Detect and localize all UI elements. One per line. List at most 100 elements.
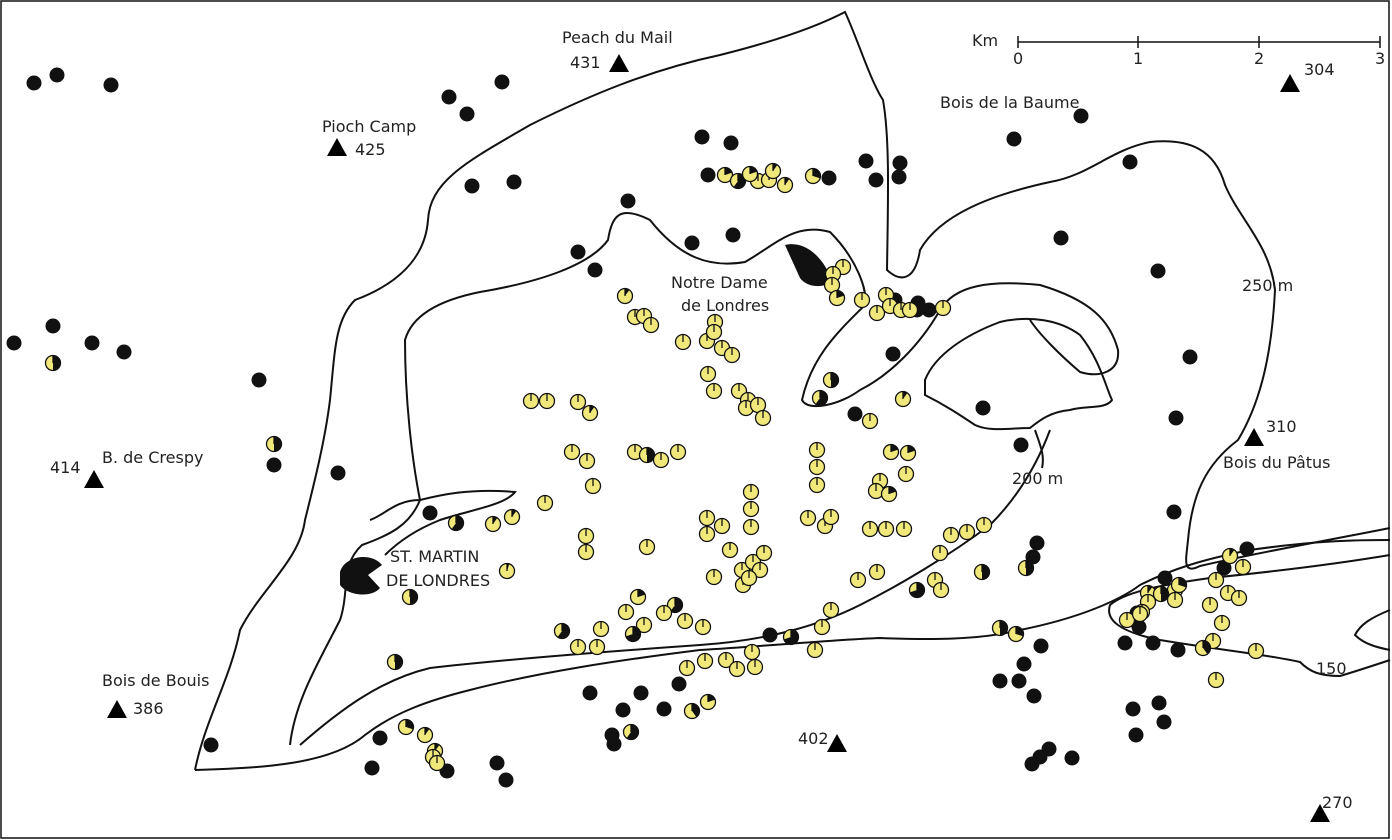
site-marker-pie xyxy=(849,571,867,589)
site-marker-black xyxy=(1006,131,1022,147)
site-marker-pie xyxy=(717,651,735,669)
label-peach-du-mail: Peach du Mail xyxy=(562,28,673,47)
summit-triangle-icon xyxy=(1244,428,1264,446)
site-marker-pie xyxy=(577,543,595,561)
site-marker-black xyxy=(422,505,438,521)
site-marker-black xyxy=(868,172,884,188)
elev-425: 425 xyxy=(355,140,386,159)
contour-label-250m: 250 m xyxy=(1242,276,1293,295)
site-marker-pie xyxy=(629,588,647,606)
site-marker-pie xyxy=(958,523,976,541)
site-marker-black xyxy=(1216,560,1232,576)
summit-triangle-icon xyxy=(84,470,104,488)
site-marker-black xyxy=(700,167,716,183)
label-bois-du-patus: Bois du Pâtus xyxy=(1223,453,1331,472)
site-marker-pie xyxy=(1170,576,1188,594)
site-marker-black xyxy=(633,685,649,701)
site-marker-black xyxy=(1157,570,1173,586)
site-marker-black xyxy=(1150,263,1166,279)
site-marker-pie xyxy=(713,517,731,535)
contour-250m xyxy=(194,10,1391,771)
site-marker-pie xyxy=(1234,558,1252,576)
site-marker-pie xyxy=(397,718,415,736)
site-marker-pie xyxy=(581,404,599,422)
site-marker-pie xyxy=(638,538,656,556)
site-marker-black xyxy=(656,701,672,717)
site-marker-pie xyxy=(1152,585,1170,603)
scale-tick-2: 2 xyxy=(1254,49,1264,68)
scale-unit: Km xyxy=(972,31,998,50)
site-marker-black xyxy=(489,755,505,771)
site-marker-pie xyxy=(1247,642,1265,660)
site-marker-pie xyxy=(1207,671,1225,689)
site-marker-pie xyxy=(823,276,841,294)
site-marker-pie xyxy=(265,435,283,453)
site-marker-pie xyxy=(740,569,758,587)
site-marker-pie xyxy=(498,562,516,580)
label-notre-dame-1: Notre Dame xyxy=(671,273,768,292)
site-marker-pie xyxy=(698,525,716,543)
scale-tick-3: 3 xyxy=(1375,49,1385,68)
site-marker-black xyxy=(1117,635,1133,651)
site-marker-pie xyxy=(569,638,587,656)
site-marker-black xyxy=(1239,541,1255,557)
site-marker-black xyxy=(975,400,991,416)
site-marker-pie xyxy=(813,618,831,636)
site-marker-black xyxy=(694,129,710,145)
site-marker-black xyxy=(1033,638,1049,654)
site-marker-black xyxy=(1125,701,1141,717)
summit-triangle-icon xyxy=(609,54,629,72)
site-marker-pie xyxy=(635,616,653,634)
site-marker-pie xyxy=(782,628,800,646)
site-marker-pie xyxy=(808,441,826,459)
site-marker-pie xyxy=(624,625,642,643)
site-marker-pie xyxy=(897,465,915,483)
site-marker-black xyxy=(1182,349,1198,365)
site-marker-pie xyxy=(899,444,917,462)
site-marker-black xyxy=(1168,410,1184,426)
contour-label-200m: 200 m xyxy=(1012,469,1063,488)
site-marker-pie xyxy=(642,316,660,334)
label-b-de-crespy: B. de Crespy xyxy=(102,448,203,467)
contour-label-150: 150 xyxy=(1316,659,1347,678)
site-marker-pie xyxy=(484,515,502,533)
site-marker-pie xyxy=(931,544,949,562)
site-marker-pie xyxy=(754,409,772,427)
label-pioch-camp: Pioch Camp xyxy=(322,117,416,136)
site-marker-pie xyxy=(895,520,913,538)
site-marker-pie xyxy=(804,167,822,185)
summit-triangle-icon xyxy=(327,138,347,156)
site-marker-pie xyxy=(741,165,759,183)
site-marker-pie xyxy=(1007,625,1025,643)
site-marker-pie xyxy=(569,393,587,411)
elev-310: 310 xyxy=(1266,417,1297,436)
summit-triangle-icon xyxy=(1280,74,1300,92)
site-marker-black xyxy=(49,67,65,83)
site-marker-black xyxy=(1073,108,1089,124)
site-marker-pie xyxy=(742,483,760,501)
site-marker-pie xyxy=(553,622,571,640)
site-marker-pie xyxy=(1230,589,1248,607)
site-marker-pie xyxy=(853,291,871,309)
site-marker-black xyxy=(498,772,514,788)
site-marker-pie xyxy=(880,485,898,503)
site-marker-black xyxy=(464,178,480,194)
site-marker-black xyxy=(891,169,907,185)
elev-386: 386 xyxy=(133,699,164,718)
contour-lines xyxy=(194,10,1391,771)
site-marker-pie xyxy=(822,508,840,526)
contour-st-martin-inlet xyxy=(369,489,517,556)
site-marker-pie xyxy=(1213,614,1231,632)
site-marker-pie xyxy=(861,412,879,430)
site-marker-black xyxy=(892,155,908,171)
site-marker-pie xyxy=(908,581,926,599)
site-marker-black xyxy=(1064,750,1080,766)
scale-bar: Km 0 1 2 3 xyxy=(972,31,1385,68)
site-marker-black xyxy=(1156,714,1172,730)
site-marker-pie xyxy=(705,382,723,400)
site-marker-pie xyxy=(808,476,826,494)
site-marker-pie xyxy=(799,509,817,527)
site-marker-pie xyxy=(592,620,610,638)
site-marker-pie xyxy=(699,693,717,711)
site-marker-pie xyxy=(764,162,782,180)
